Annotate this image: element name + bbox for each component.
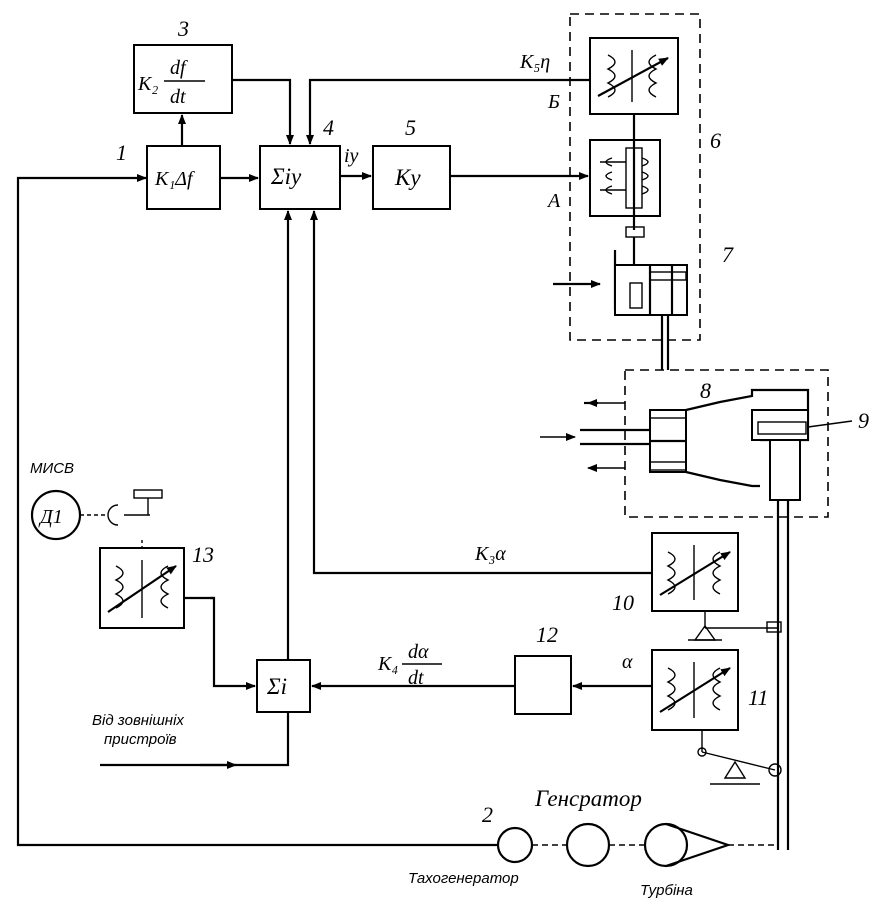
block-4-summator: 4 Σiу xyxy=(259,115,341,210)
block-1-formula: K₁Δf xyxy=(154,168,195,190)
block-3-numerator: df xyxy=(170,57,188,79)
block-3-number: 3 xyxy=(177,16,189,41)
block-1-frequency-deviation: 1 K₁Δf xyxy=(116,140,221,210)
hydraulic-relay xyxy=(553,226,688,370)
signal-alpha: α xyxy=(622,651,633,673)
block-6-number: 6 xyxy=(710,128,721,153)
signal-k5: K₅η xyxy=(519,51,550,73)
signal-k4: K₄ xyxy=(377,653,398,675)
block-10-position-transducer xyxy=(651,532,782,641)
block-8-number: 8 xyxy=(700,378,711,403)
block-1-number: 1 xyxy=(116,140,127,165)
block-5-amplifier: 5 Kу xyxy=(372,115,451,210)
actuator-housing-dashed xyxy=(569,13,701,341)
block-11-velocity-transducer xyxy=(651,649,782,785)
block-3-denominator: dt xyxy=(170,86,186,108)
electromagnet-a xyxy=(589,114,661,230)
tachogenerator-label: Тахогенератор xyxy=(408,870,519,887)
external-label-1: Від зовнішніх xyxy=(92,712,184,729)
servomotor xyxy=(540,388,810,850)
external-label-2: пристроїв xyxy=(104,731,177,748)
signal-k3-alpha: K₃α xyxy=(474,543,506,565)
misv-label: МИСВ xyxy=(30,460,74,477)
block-3-coefficient: K₂ xyxy=(137,73,158,95)
servomotor-housing-dashed xyxy=(624,369,829,518)
block-12-differentiator: 12 xyxy=(514,622,572,715)
generator-group xyxy=(496,822,778,868)
block-5-formula: Kу xyxy=(394,165,421,190)
block-9-number: 9 xyxy=(858,408,869,433)
block-12-number: 12 xyxy=(536,622,558,647)
block-2-number: 2 xyxy=(482,802,493,827)
block-5-number: 5 xyxy=(405,115,416,140)
block-10-number: 10 xyxy=(612,590,634,615)
signal-iy: iу xyxy=(344,145,359,167)
sum-i-block: Σi xyxy=(256,659,311,713)
block-3-derivative: 3 K₂ df dt xyxy=(133,16,233,114)
block-4-number: 4 xyxy=(323,115,334,140)
block-11-number: 11 xyxy=(748,685,768,710)
sum-i-formula: Σi xyxy=(266,674,287,699)
generator-label: Генсратор xyxy=(534,786,642,811)
signal-k4-denominator: dt xyxy=(408,667,424,689)
point-b: Б xyxy=(547,91,560,113)
signal-k4-numerator: dα xyxy=(408,641,429,663)
tacho-feedback-line xyxy=(16,174,499,847)
motor-d1: Д1 xyxy=(30,489,163,548)
block-13-setpoint-transducer: 13 xyxy=(99,542,214,629)
block-4-formula: Σiу xyxy=(270,164,302,189)
turbine-label: Турбіна xyxy=(640,882,693,899)
block-7-number: 7 xyxy=(722,242,734,267)
transducer-b xyxy=(589,37,679,115)
block-13-number: 13 xyxy=(192,542,214,567)
point-a: А xyxy=(546,190,561,212)
motor-label: Д1 xyxy=(38,506,63,528)
